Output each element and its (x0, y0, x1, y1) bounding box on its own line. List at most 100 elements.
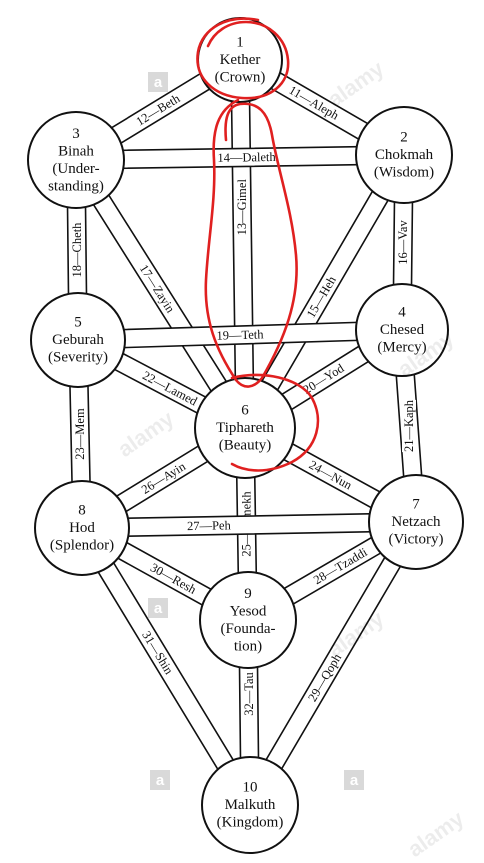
path-label: 17—Zayin (137, 262, 178, 316)
sephirah-label-line: (Splendor) (50, 538, 114, 554)
sephirah-label-line: 1 (236, 35, 244, 51)
sephirah-circle (27, 111, 125, 209)
watermark-badge-box (150, 770, 170, 790)
path-label-bg (70, 220, 84, 280)
sephirah-label-line: (Mercy) (377, 340, 426, 356)
sephirah-circle (34, 480, 130, 576)
path-label-bg (402, 399, 416, 453)
path-label-bg (303, 273, 339, 321)
sephirah-label-line: (Wisdom) (374, 165, 434, 181)
path-band (230, 59, 255, 429)
watermark-badge-glyph: a (154, 74, 163, 91)
path-label: 14—Daleth (217, 150, 276, 165)
sephirah-label-line: 8 (78, 503, 86, 519)
sephirah-label-line: Binah (58, 143, 94, 159)
red-scribble-middle-pillar (204, 98, 298, 388)
path-label: 27—Peh (187, 518, 232, 533)
sephirah-label-line: (Victory) (389, 532, 444, 548)
sephirah-label-line: (Beauty) (219, 438, 271, 454)
sephirah-label-line: 2 (400, 130, 408, 146)
sephirah-circle (355, 106, 453, 204)
path-label: 19—Teth (216, 327, 264, 342)
watermark-badge-box (344, 770, 364, 790)
sephirah-circle (30, 292, 126, 388)
path-label-bg (305, 651, 344, 704)
red-circle-kether (196, 17, 290, 100)
path-label-bg (308, 543, 373, 589)
sephirah-label-line: Netzach (391, 514, 441, 530)
sephirah-label-line: Yesod (230, 603, 267, 619)
sephirah-label-line: Chesed (380, 322, 425, 338)
watermark-badge-box (148, 598, 168, 618)
path-label: 16—Vav (396, 220, 410, 265)
sephirah-label-line: (Crown) (215, 70, 266, 86)
annotation-layer (196, 17, 320, 472)
sephirah-label-line: Kether (220, 52, 261, 68)
path-label-bg (132, 90, 184, 130)
path-label: 32—Tau (242, 671, 256, 715)
sephirah-label-line: 3 (72, 126, 80, 142)
sephirah-label-line: 9 (244, 586, 252, 602)
sephirah-label-line: 7 (412, 497, 420, 513)
sephirah-label-line: Geburah (52, 332, 104, 348)
path-label-bg (307, 457, 354, 493)
path-label-bg (241, 671, 256, 717)
watermark-badge: a (148, 598, 168, 618)
path-label-bg (138, 626, 178, 679)
sephirah-label-line: standing) (48, 178, 104, 194)
watermark-badge-glyph: a (154, 600, 163, 617)
sephirah-label-line: (Under- (52, 161, 99, 177)
watermark-badge: a (344, 770, 364, 790)
watermark-badge: a (150, 770, 170, 790)
path-label-bg (185, 518, 232, 534)
path-label: 13—Gimel (235, 179, 249, 236)
path-label-bg (135, 260, 179, 318)
sephirah-label-line: 5 (74, 315, 82, 331)
watermark-text: alamy (323, 55, 389, 112)
watermark-badge-glyph: a (156, 772, 165, 789)
sephirah-label-line: (Severity) (48, 350, 108, 366)
watermark-text: alamy (113, 405, 179, 462)
watermark-badge-box (148, 72, 168, 92)
sephirah-label-line: tion) (234, 638, 262, 654)
sephirah-label-line: (Founda- (221, 621, 276, 637)
red-circle-tiphareth (230, 373, 320, 472)
path-label-bg (213, 149, 280, 165)
path-label-bg (147, 559, 200, 598)
path-14-daleth: 14—Daleth (75, 145, 405, 170)
path-label-bg (235, 177, 249, 237)
sephirah-label-line: Chokmah (375, 147, 434, 163)
sephirah-circle (201, 756, 299, 854)
sephirah-circle (199, 571, 297, 669)
sephirah-label-line: (Kingdom) (217, 815, 284, 831)
sephirah-label-line: Malkuth (225, 797, 276, 813)
path-label-bg (213, 327, 267, 343)
path-label: 18—Cheth (70, 222, 84, 278)
path-label: 28—Tzaddi (311, 545, 370, 587)
sephirah-label-line: 6 (241, 403, 249, 419)
watermark-badge-glyph: a (350, 772, 359, 789)
watermark-badge: a (148, 72, 168, 92)
sephirah-label-line: Hod (69, 520, 95, 536)
path-label-bg (396, 219, 410, 266)
sephirah-circle (368, 474, 464, 570)
path-label-bg (137, 458, 190, 498)
watermark-text: alamy (403, 805, 469, 862)
path-label-bg (284, 81, 343, 124)
path-label: 23—Mem (73, 408, 87, 460)
path-label: 21—Kaph (402, 399, 416, 452)
sephirah-label-line: 4 (398, 305, 406, 321)
path-19-teth: 19—Teth (76, 320, 404, 350)
sephirah-label-line: Tiphareth (216, 420, 274, 436)
path-27-peh: 27—Peh (81, 512, 417, 538)
path-13-gimel: 13—Gimel (230, 59, 255, 429)
